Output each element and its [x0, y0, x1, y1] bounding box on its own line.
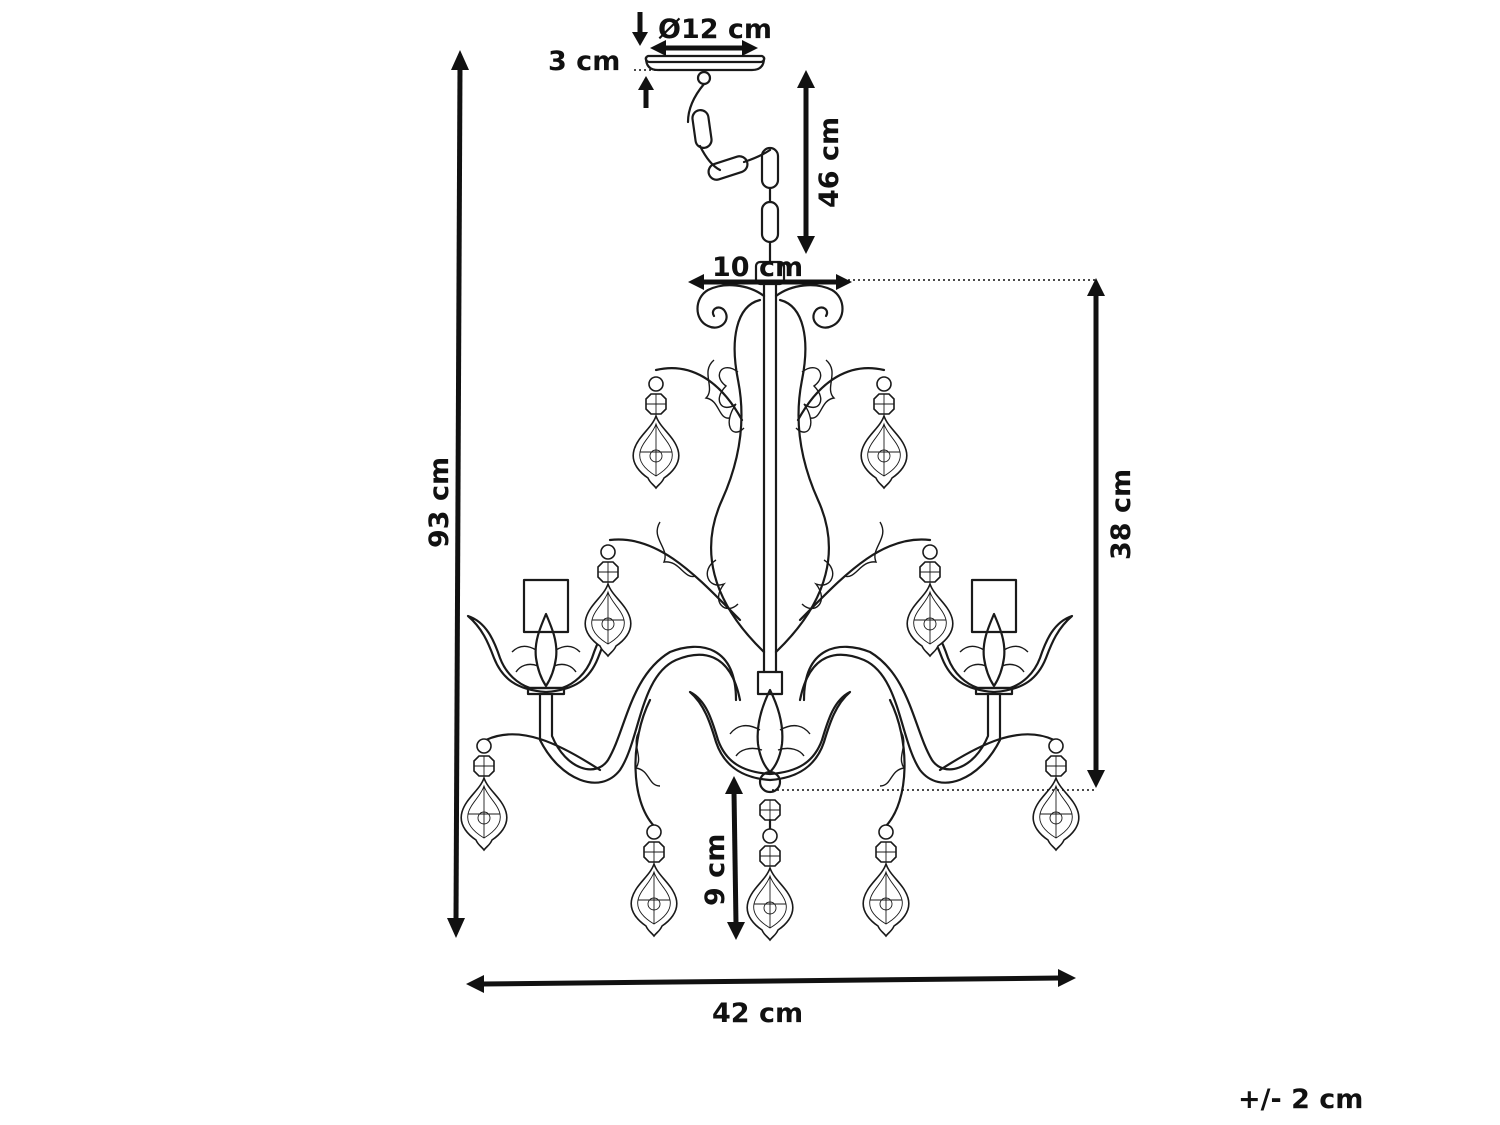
canopy-height-label: 3 cm [548, 46, 620, 77]
total-height-dimension: 93 cm [424, 50, 469, 938]
total-width-dimension: 42 cm [466, 969, 1076, 1029]
chandelier-drawing [460, 54, 1080, 941]
crystal-pendant-mid-right [906, 544, 954, 657]
canopy-height-dimension: 3 cm [548, 12, 660, 108]
lower-arms [484, 645, 1056, 828]
hanging-chain [686, 82, 780, 264]
crystal-pendant-center [746, 799, 794, 941]
canopy-diameter-label: Ø12 cm [658, 14, 772, 45]
upper-arms [608, 359, 932, 622]
body-height-label: 38 cm [1106, 469, 1137, 560]
crystal-pendant-low-left [630, 824, 678, 937]
dimension-annotations: Ø12 cm 3 cm 46 cm 10 cm [424, 12, 1363, 1115]
top-width-dimension: 10 cm [688, 252, 852, 290]
crystal-pendant-upper-left [632, 376, 680, 489]
bottom-drop-dimension: 9 cm [700, 776, 745, 940]
crystal-pendant-outer-left [460, 738, 508, 851]
bottom-drop-label: 9 cm [700, 834, 731, 906]
body-height-dimension: 38 cm [772, 278, 1137, 791]
crystal-pendant-low-right [862, 824, 910, 937]
crystal-pendant-upper-right [860, 376, 908, 489]
top-scrolls [696, 284, 844, 654]
crystal-pendant-outer-right [1032, 738, 1080, 851]
chain-length-dimension: 46 cm [797, 70, 845, 254]
central-stem [754, 260, 786, 696]
crystal-pendant-mid-left [584, 544, 632, 657]
canopy-diameter-dimension: Ø12 cm [650, 14, 772, 56]
total-width-label: 42 cm [712, 998, 803, 1029]
chain-length-label: 46 cm [814, 117, 845, 208]
top-width-label: 10 cm [712, 252, 803, 283]
total-height-label: 93 cm [424, 457, 455, 548]
center-bowl [688, 688, 852, 794]
ceiling-canopy [644, 54, 766, 86]
tolerance-note: +/- 2 cm [1238, 1084, 1363, 1115]
